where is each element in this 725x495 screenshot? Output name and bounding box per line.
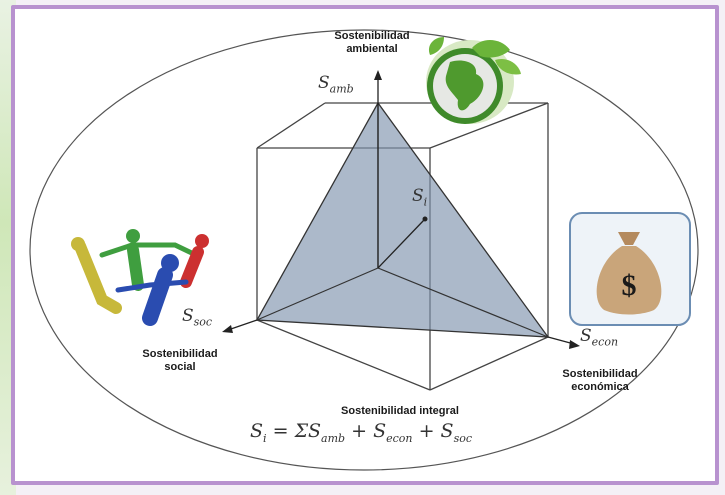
axis-soc-arrow <box>222 325 233 333</box>
inner-edge-soc <box>256 267 379 321</box>
outer-ellipse <box>29 29 699 471</box>
axis-label-soc: Ssoc <box>182 306 213 329</box>
earth-globe-leaves-icon <box>426 37 521 124</box>
integral-point <box>422 216 428 222</box>
axis-soc <box>227 319 258 331</box>
people-holding-hands-icon <box>71 229 209 326</box>
inner-edge-econ <box>377 267 549 338</box>
axis-amb-arrow <box>374 70 382 80</box>
axis-label-econ: Secon <box>580 326 619 349</box>
axis-label-integral: Si <box>412 186 428 209</box>
label-integral: Sostenibilidad integral <box>341 405 459 417</box>
sustainability-triangle <box>255 101 550 338</box>
axis-label-amb: Samb <box>318 73 354 96</box>
axis-econ <box>547 336 575 345</box>
integral-vector <box>377 219 425 269</box>
dollar-sign: $ <box>622 269 637 302</box>
axis-econ-arrow <box>569 340 580 349</box>
integral-formula: Si = ΣSamb + Secon + Ssoc <box>250 420 472 445</box>
money-bag-icon: $ <box>569 212 691 326</box>
